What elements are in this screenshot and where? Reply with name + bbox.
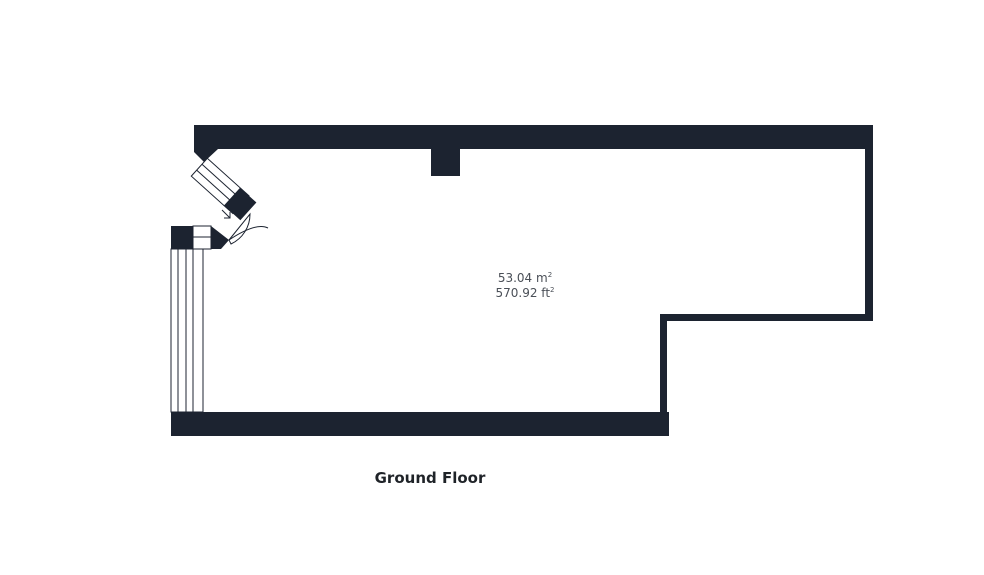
window-left <box>170 248 204 413</box>
diagonal-window <box>190 157 257 221</box>
door-jamb <box>192 225 229 250</box>
wall-top-left-corner <box>194 125 218 162</box>
entrance-arrow-icon <box>221 209 231 219</box>
wall-step-horizontal <box>660 314 873 321</box>
wall-top <box>194 125 873 149</box>
floor-title: Ground Floor <box>374 469 486 487</box>
door-swing <box>228 212 269 245</box>
wall-bottom <box>171 412 669 436</box>
wall-right <box>865 125 873 321</box>
area-imperial: 570.92 ft2 <box>495 286 555 300</box>
area-metric: 53.04 m2 <box>497 271 553 285</box>
wall-left-block <box>171 226 193 249</box>
pillar <box>431 149 460 176</box>
wall-step-vertical <box>660 314 667 436</box>
